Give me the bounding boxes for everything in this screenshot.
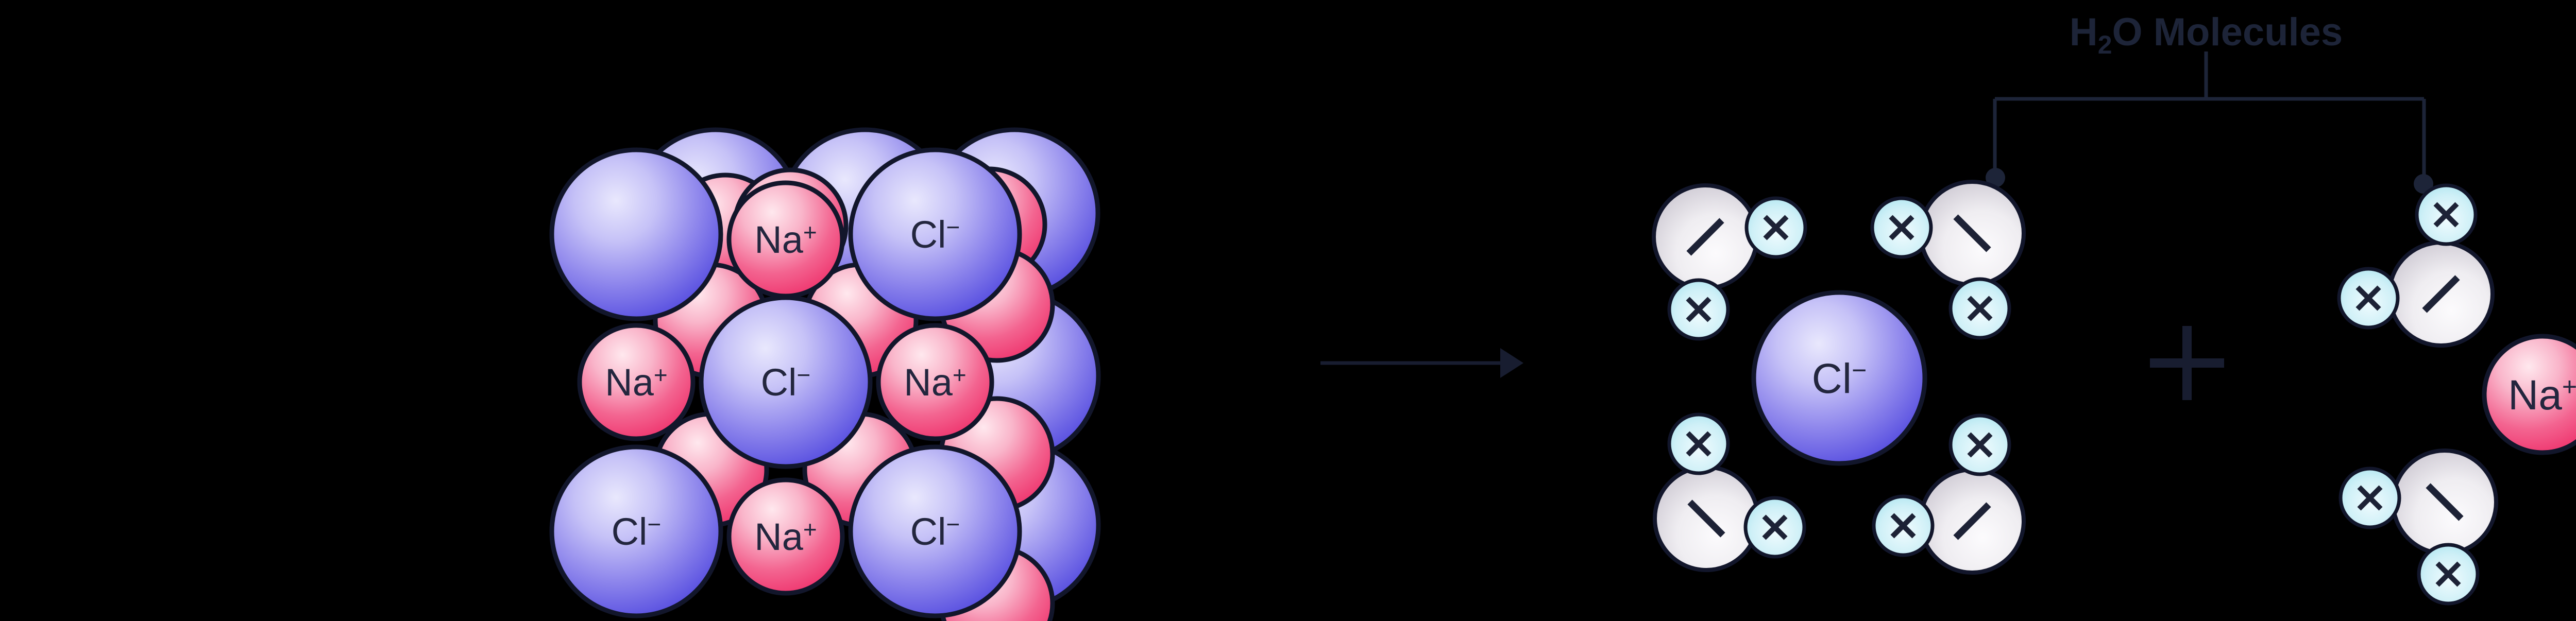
negative-pole-dash-icon	[1953, 214, 1991, 252]
ion-symbol: Cl−	[761, 361, 811, 404]
dissolution-arrow	[1320, 348, 1523, 378]
bracket-dot-icon	[2414, 174, 2433, 194]
crystal-ion-sodium: Na+	[577, 323, 696, 441]
sodium-hydration-shell: Na+	[2337, 183, 2576, 606]
crystal-ion-sodium: Na+	[726, 477, 845, 596]
positive-pole-x-icon	[1686, 297, 1711, 322]
negative-pole-dash-icon	[1686, 218, 1724, 256]
positive-pole-x-icon	[2433, 202, 2459, 228]
ion-symbol: Cl−	[910, 510, 960, 553]
bracket-line	[1993, 51, 2426, 180]
ion-symbol: Cl−	[1812, 355, 1867, 402]
crystal-ion-sodium: Na+	[726, 180, 845, 299]
ion-symbol: Na+	[754, 218, 817, 261]
negative-pole-dash-icon	[2426, 483, 2464, 521]
crystal-ion-chloride: Cl−	[699, 295, 873, 469]
ion-symbol: Na+	[2508, 372, 2576, 419]
water-molecule	[1653, 412, 1806, 572]
h2o-molecules-label: H2O Molecules	[2070, 10, 2343, 59]
ion-symbol: Na+	[754, 515, 817, 558]
positive-pole-x-icon	[1967, 296, 1993, 321]
crystal-ion-chloride: Cl−	[549, 444, 723, 618]
ion-symbol: Na+	[904, 361, 966, 404]
crystal-ion-chloride: Cl−	[848, 147, 1022, 321]
sodium-ion: Na+	[2482, 334, 2576, 455]
nacl-crystal-lattice: Na+ Cl− Na+ Cl− Na+ Cl− Na+ Cl−	[549, 127, 1101, 621]
arrowhead-icon	[1500, 348, 1523, 378]
water-molecule	[1652, 183, 1807, 341]
negative-pole-dash-icon	[1953, 502, 1991, 540]
positive-pole-x-icon	[1686, 431, 1711, 457]
water-molecule	[1870, 180, 2026, 340]
crystal-ion-sodium: Na+	[876, 323, 994, 441]
positive-pole-x-icon	[1890, 513, 1916, 539]
negative-pole-dash-icon	[1687, 499, 1725, 538]
crystal-ion-chloride	[549, 147, 723, 321]
chloride-ion: Cl−	[1751, 290, 1927, 466]
positive-pole-x-icon	[1967, 432, 1993, 458]
h2o-molecules-annotation: H2O Molecules	[1986, 10, 2433, 194]
positive-pole-x-icon	[2435, 561, 2461, 587]
chloride-hydration-shell: Cl−	[1652, 180, 2026, 575]
crystal-ion-chloride: Cl−	[848, 444, 1022, 618]
water-molecule	[1872, 413, 2026, 575]
positive-pole-x-icon	[1889, 215, 1914, 240]
negative-pole-dash-icon	[2422, 275, 2460, 313]
positive-pole-x-icon	[1762, 514, 1788, 540]
positive-pole-x-icon	[1763, 215, 1789, 240]
ion-symbol: Cl−	[910, 213, 960, 256]
positive-pole-x-icon	[2355, 285, 2381, 311]
water-molecule	[2337, 183, 2495, 348]
positive-pole-x-icon	[2357, 485, 2383, 511]
bracket-dot-icon	[1986, 168, 2005, 187]
plus-separator-icon	[2150, 326, 2224, 400]
water-molecule	[2338, 449, 2498, 606]
ion-symbol: Cl−	[612, 510, 662, 553]
ion-symbol: Na+	[605, 361, 667, 404]
